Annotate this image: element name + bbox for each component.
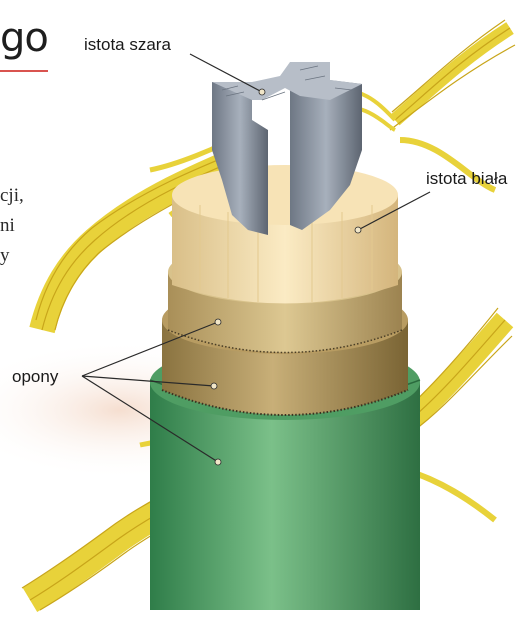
body-text-fragment-1: cji, bbox=[0, 186, 24, 205]
label-gray-matter: istota szara bbox=[84, 36, 171, 53]
body-text-fragment-3: y bbox=[0, 246, 10, 265]
white-matter bbox=[172, 165, 398, 304]
nerve-lower-right bbox=[405, 308, 512, 520]
page-title-fragment: go bbox=[0, 18, 48, 58]
label-white-matter: istota biała bbox=[426, 170, 507, 187]
title-underline bbox=[0, 70, 48, 72]
label-meninges: opony bbox=[12, 368, 58, 385]
body-text-fragment-2: ni bbox=[0, 216, 15, 235]
